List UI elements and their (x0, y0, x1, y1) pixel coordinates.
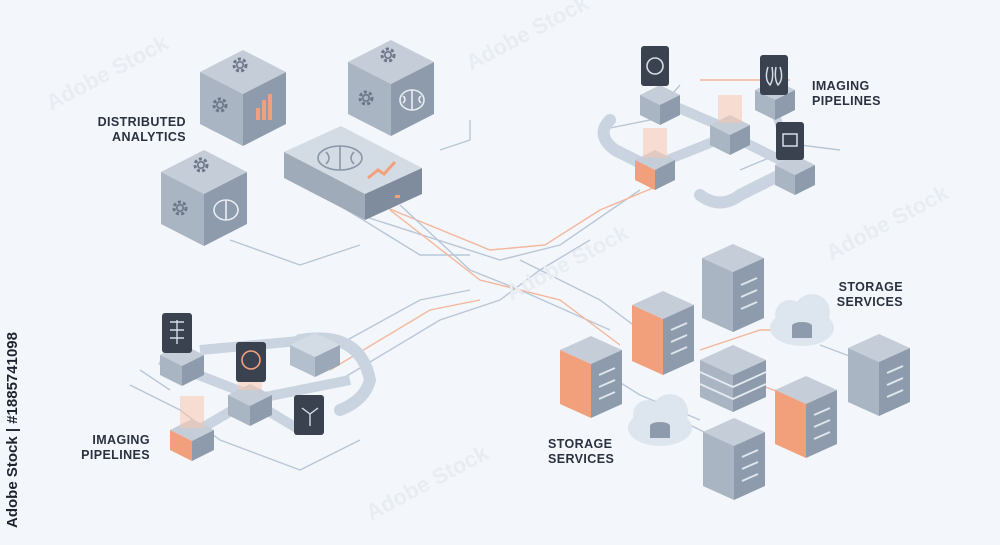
label-line: ANALYTICS (112, 130, 186, 144)
pipeline-node (775, 155, 815, 195)
analytics-cube-1 (200, 50, 286, 146)
imaging-pipeline-bottom (158, 313, 377, 461)
cloud-icon (628, 394, 692, 446)
brain-icon (213, 199, 239, 221)
label-line: STORAGE (548, 437, 613, 451)
label-line: SERVICES (548, 452, 615, 466)
server-icon (702, 244, 764, 332)
label-line: SERVICES (836, 295, 903, 309)
label-line: IMAGING (92, 433, 150, 447)
label-line: PIPELINES (812, 94, 881, 108)
label-line: PIPELINES (81, 448, 150, 462)
kidney-icon (641, 46, 669, 86)
xray-icon (162, 313, 192, 353)
cloud-icon (770, 294, 834, 346)
chart-icon (256, 94, 272, 120)
label-storage-services-right: STORAGE SERVICES (825, 280, 903, 310)
server-icon (632, 291, 694, 375)
molecule-icon (294, 395, 324, 435)
pipeline-node (710, 95, 750, 155)
label-distributed-analytics: DISTRIBUTED ANALYTICS (70, 115, 186, 145)
label-storage-services-bottom: STORAGE SERVICES (548, 437, 614, 467)
pipeline-node (640, 85, 680, 125)
pipeline-node (170, 396, 214, 461)
label-line: DISTRIBUTED (97, 115, 186, 129)
brain-icon (399, 89, 425, 111)
pipeline-node (160, 344, 204, 386)
server-icon (775, 376, 837, 458)
lab-icon (776, 122, 804, 160)
brain-icon (317, 145, 363, 171)
pipeline-node (290, 333, 340, 377)
server-icon (848, 334, 910, 416)
label-imaging-pipelines-bottom: IMAGING PIPELINES (80, 433, 150, 463)
imaging-pipeline-top (597, 46, 815, 209)
label-line: STORAGE (838, 280, 903, 294)
head-scan-icon (236, 342, 266, 382)
label-line: IMAGING (812, 79, 870, 93)
pipeline-node (635, 128, 675, 190)
database-icon (699, 345, 767, 412)
central-analytics-server (284, 126, 422, 220)
lungs-icon (760, 55, 788, 95)
storage-services (560, 244, 910, 500)
server-icon (560, 336, 622, 418)
stock-id-text: Adobe Stock | #1885741098 (4, 332, 21, 528)
analytics-cube-3 (161, 150, 247, 246)
server-icon (703, 418, 765, 500)
analytics-cube-2 (348, 40, 434, 136)
label-imaging-pipelines-top: IMAGING PIPELINES (812, 79, 881, 109)
